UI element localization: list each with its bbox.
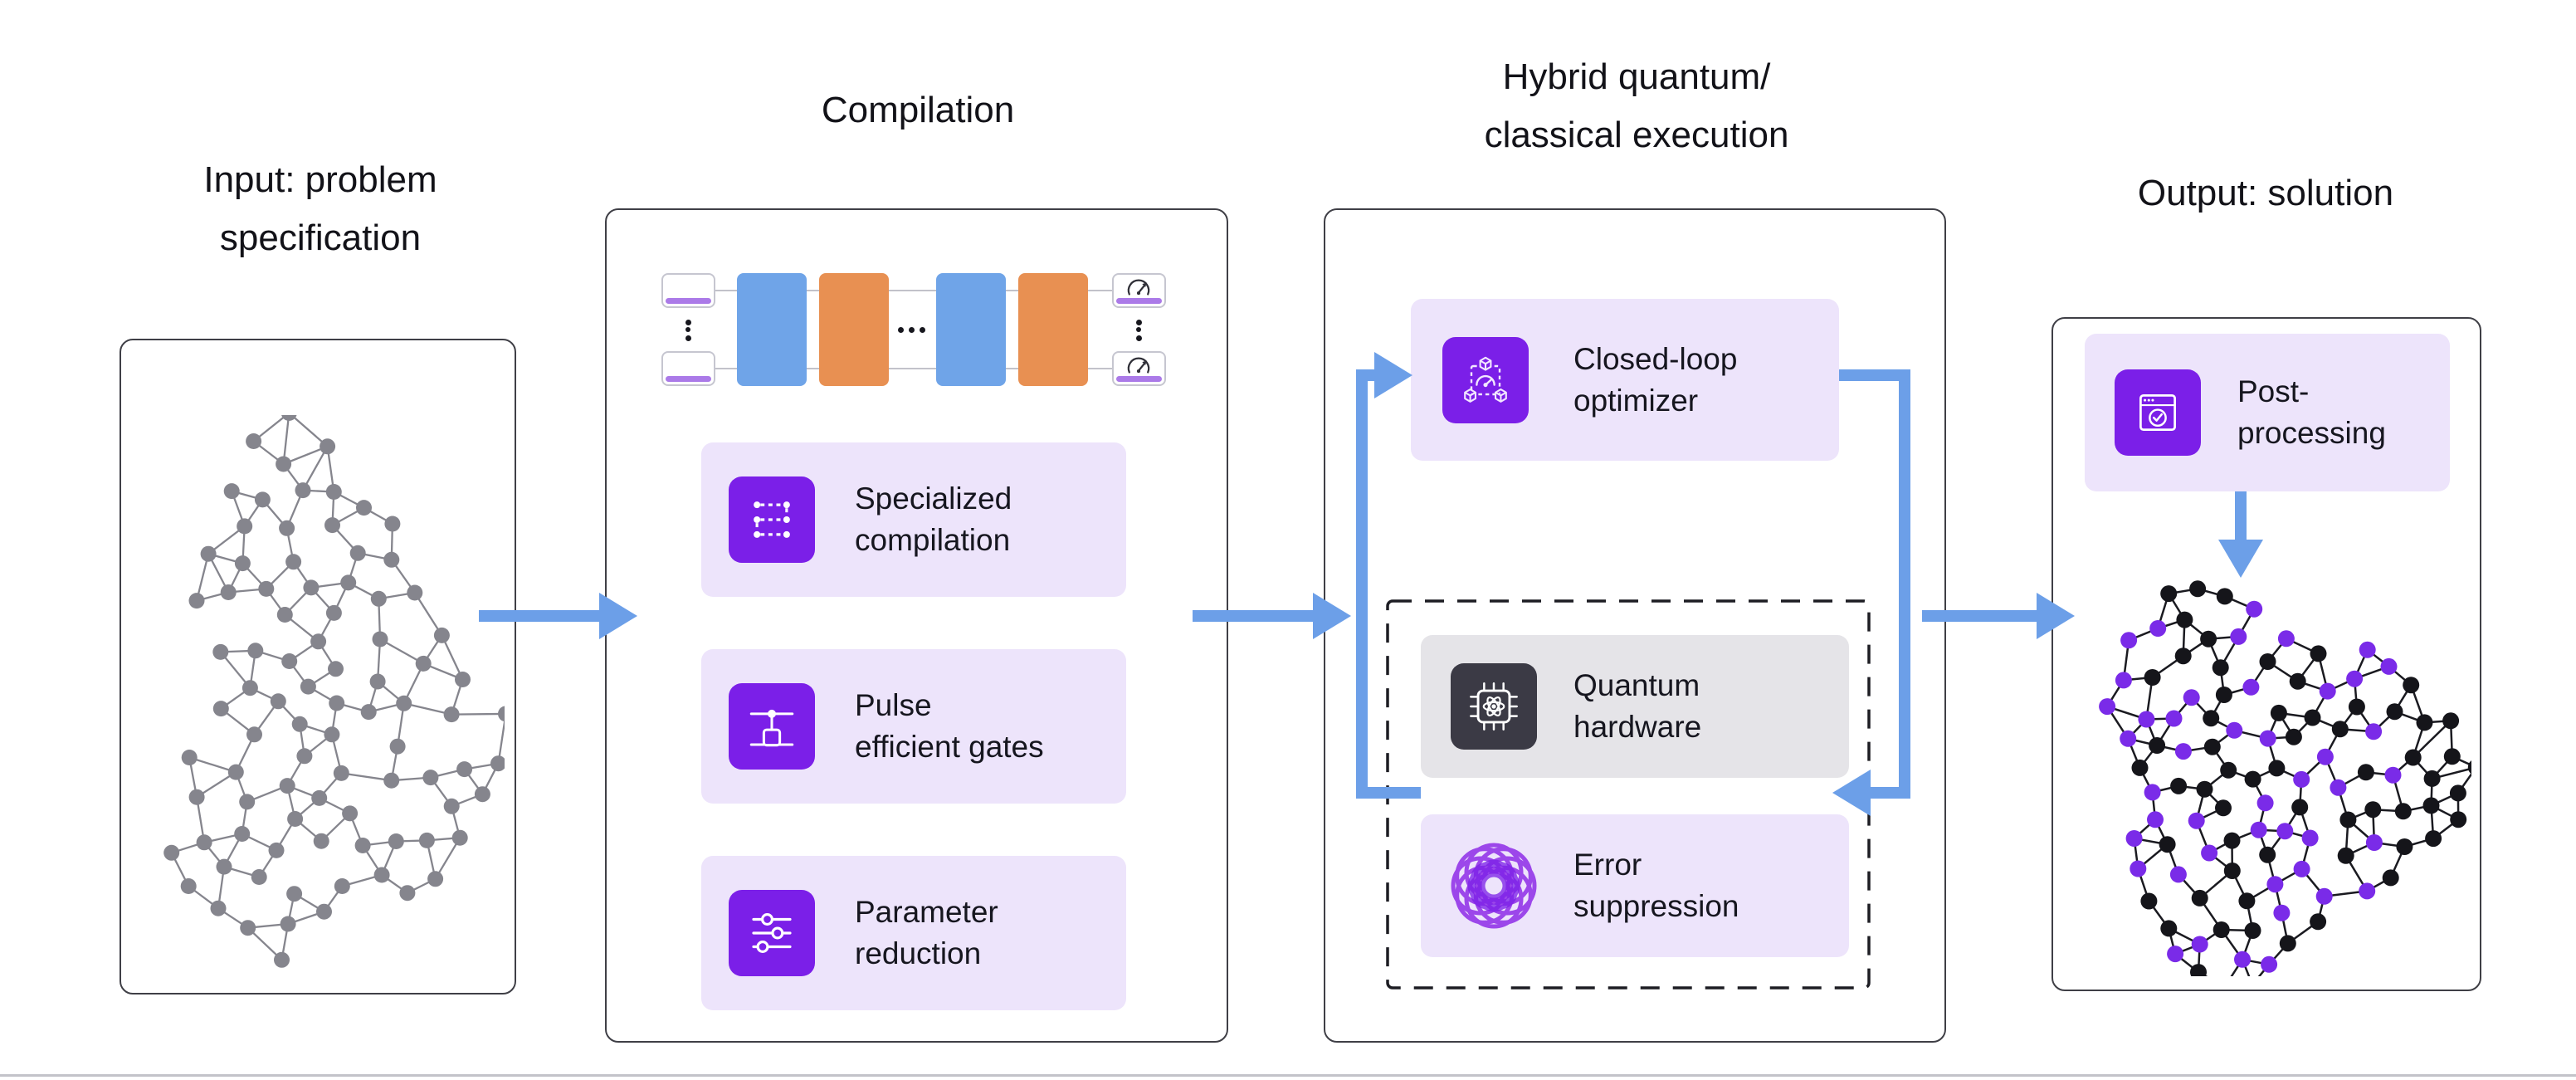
output-stage-title: Output: solution: [2137, 173, 2394, 213]
gate-blue-2: [936, 273, 1006, 386]
circuit-ellipsis-dot: [898, 327, 904, 333]
measure-vdots: [1136, 320, 1142, 325]
gauge-icon: [1127, 357, 1150, 374]
hybrid-stage-title: Hybrid quantum/ classical execution: [1379, 48, 1894, 164]
input-title-line2: specification: [219, 217, 422, 258]
card-label-post-processing: Post- processing: [2237, 374, 2386, 450]
hybrid-title-line1: Hybrid quantum/: [1502, 56, 1771, 97]
input-stage-title: Input: problem specification: [80, 151, 561, 267]
card-label-quantum-hardware: Quantum hardware: [1573, 668, 1702, 744]
card-label-pulse-efficient-gates: Pulse efficient gates: [855, 688, 1044, 764]
parameter-sliders-icon: [729, 890, 815, 976]
card-label-closed-loop-optimizer: Closed-loop optimizer: [1573, 341, 1738, 418]
input-title-line1: Input: problem: [203, 159, 437, 200]
input-problem-graph: [163, 415, 505, 968]
gate-blue-1: [737, 273, 807, 386]
cnot-gate-icon: [729, 683, 815, 770]
gate-orange-2: [1018, 273, 1088, 386]
hybrid-title-line2: classical execution: [1484, 115, 1789, 155]
closed-loop-optimizer-icon: [1442, 337, 1529, 423]
post-processing-icon: [2115, 369, 2201, 456]
card-label-parameter-reduction: Parameter reduction: [855, 895, 998, 970]
qubit-init-box-top: [661, 273, 715, 308]
qubit-init-box-bottom: [661, 351, 715, 386]
error-suppression-icon: [1448, 840, 1539, 931]
circuit-wire-top: [715, 290, 1112, 291]
measurement-box-bottom: [1112, 351, 1166, 386]
card-label-error-suppression: Error suppression: [1573, 848, 1739, 923]
measurement-box-top: [1112, 273, 1166, 308]
quantum-chip-icon: [1451, 663, 1537, 750]
bottom-divider: [0, 1074, 2576, 1077]
circuit-ellipsis-dot: [909, 327, 915, 333]
coupling-map-icon: [729, 476, 815, 563]
gate-orange-1: [819, 273, 889, 386]
circuit-ellipsis-dot: [920, 327, 925, 333]
gauge-icon: [1127, 279, 1150, 296]
qubit-vdots: [685, 320, 691, 325]
compilation-stage-title: Compilation: [821, 90, 1015, 130]
circuit-wire-bottom: [715, 368, 1112, 369]
card-label-specialized-compilation: Specialized compilation: [855, 481, 1012, 557]
output-solution-graph: [2099, 580, 2471, 976]
